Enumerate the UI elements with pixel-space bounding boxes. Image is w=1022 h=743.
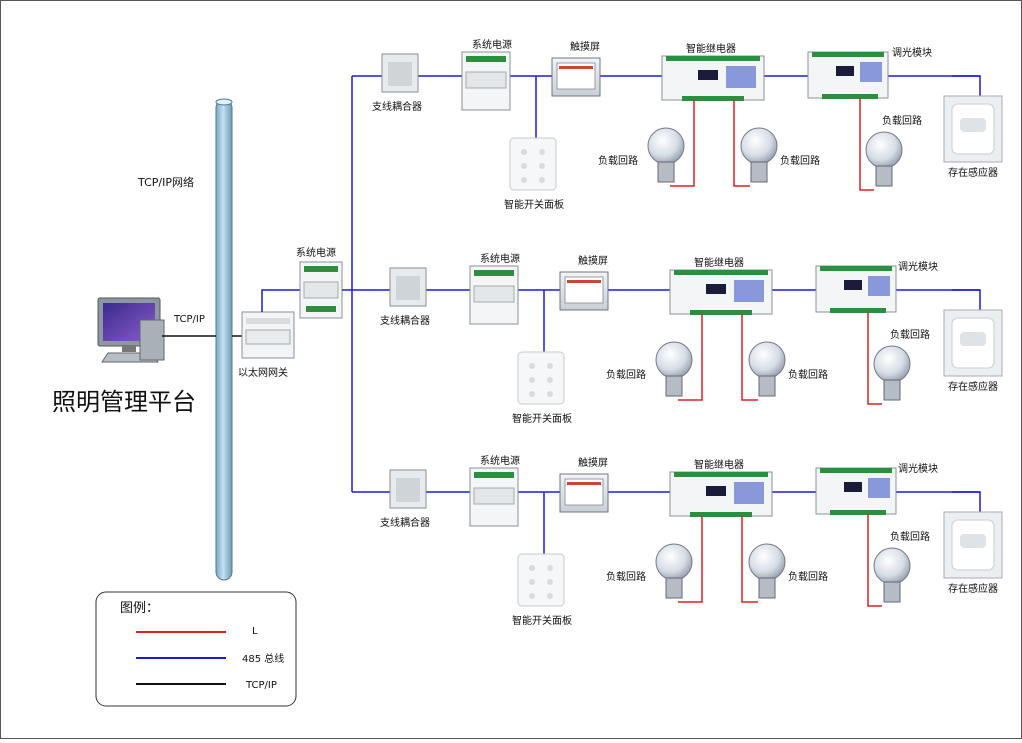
load-label-b: 负载回路: [788, 368, 828, 381]
ethernet-gateway-device: [241, 311, 295, 359]
panel-label: 智能开关面板: [512, 614, 572, 627]
smart-switch-panel-device: [509, 137, 557, 191]
bulb-icon: [873, 345, 911, 401]
legend-label-tcpip: TCP/IP: [245, 680, 277, 691]
main-power-label: 系统电源: [296, 246, 336, 259]
load-label-b: 负载回路: [788, 570, 828, 583]
smart-switch-panel-device: [517, 351, 565, 405]
load-label-c: 负载回路: [890, 530, 930, 543]
dimmer-module-device: [815, 265, 897, 313]
load-label-a: 负载回路: [598, 154, 638, 167]
relay-label: 智能继电器: [686, 42, 736, 55]
coupler-label: 支线耦合器: [372, 100, 422, 113]
legend-title: 图例：: [120, 601, 159, 616]
touch-label: 触摸屏: [578, 456, 608, 469]
panel-label: 智能开关面板: [512, 412, 572, 425]
system-power-device: [461, 51, 511, 111]
dimmer-label: 调光模块: [898, 462, 938, 475]
computer-icon: [97, 297, 165, 363]
legend: 图例： L 485 总线 TCP/IP: [95, 591, 297, 707]
legend-label-l: L: [252, 626, 258, 637]
bulb-icon: [647, 127, 685, 183]
legend-label-485: 485 总线: [242, 652, 284, 665]
pc-link-label: TCP/IP: [173, 314, 205, 325]
branch-coupler-device: [389, 469, 427, 509]
smart-relay-device: [669, 269, 773, 315]
presence-sensor-device: [943, 309, 1003, 377]
sensor-label: 存在感应器: [948, 166, 998, 179]
network-label: TCP/IP网络: [137, 175, 194, 189]
bulb-icon: [873, 547, 911, 603]
branch-coupler-device: [389, 267, 427, 307]
dimmer-label: 调光模块: [898, 260, 938, 273]
power-label: 系统电源: [480, 252, 520, 265]
touch-label: 触摸屏: [578, 254, 608, 267]
relay-label: 智能继电器: [694, 458, 744, 471]
bulb-icon: [748, 341, 786, 397]
bulb-icon: [655, 543, 693, 599]
relay-label: 智能继电器: [694, 256, 744, 269]
system-power-device: [469, 265, 519, 325]
tcpip-network-backbone: [215, 98, 233, 581]
smart-switch-panel-device: [517, 553, 565, 607]
system-power-device: [469, 467, 519, 527]
main-system-power-device: [299, 261, 343, 319]
row-3: 支线耦合器 系统电源 触摸屏 智能开关面板 智能继电器: [352, 454, 1003, 627]
dimmer-module-device: [807, 51, 889, 99]
load-label-a: 负载回路: [606, 368, 646, 381]
sensor-label: 存在感应器: [948, 582, 998, 595]
smart-relay-device: [669, 471, 773, 517]
row-1: 支线耦合器 系统电源 触摸屏 智能开关面板 智能继电器: [352, 38, 1003, 211]
platform-title: 照明管理平台: [52, 388, 196, 416]
panel-label: 智能开关面板: [504, 198, 564, 211]
touch-label: 触摸屏: [570, 40, 600, 53]
bulb-icon: [740, 127, 778, 183]
touch-screen-device: [551, 57, 601, 97]
load-label-c: 负载回路: [882, 114, 922, 127]
smart-relay-device: [661, 55, 765, 101]
load-label-c: 负载回路: [890, 328, 930, 341]
bulb-icon: [865, 131, 903, 187]
coupler-label: 支线耦合器: [380, 314, 430, 327]
power-label: 系统电源: [472, 38, 512, 51]
bulb-icon: [655, 341, 693, 397]
presence-sensor-device: [943, 511, 1003, 579]
row-2: 支线耦合器 系统电源 触摸屏 智能开关面板 智能继电器: [352, 252, 1003, 425]
load-label-b: 负载回路: [780, 154, 820, 167]
presence-sensor-device: [943, 95, 1003, 163]
branch-coupler-device: [381, 53, 419, 93]
bulb-icon: [748, 543, 786, 599]
touch-screen-device: [559, 473, 609, 513]
power-label: 系统电源: [480, 454, 520, 467]
gateway-label: 以太网网关: [238, 366, 288, 379]
load-label-a: 负载回路: [606, 570, 646, 583]
coupler-label: 支线耦合器: [380, 516, 430, 529]
sensor-label: 存在感应器: [948, 380, 998, 393]
touch-screen-device: [559, 271, 609, 311]
gateway-power-bus: [261, 289, 300, 312]
dimmer-module-device: [815, 467, 897, 515]
dimmer-label: 调光模块: [892, 46, 932, 59]
